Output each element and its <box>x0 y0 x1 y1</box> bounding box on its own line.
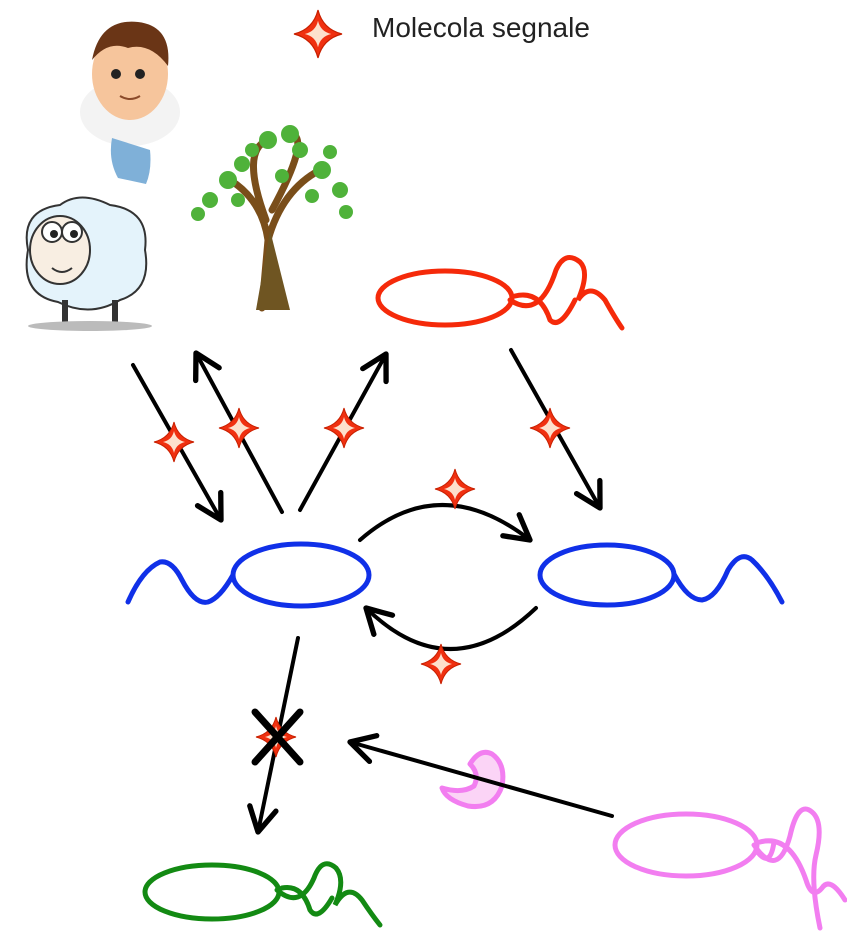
sheep-icon <box>25 196 152 331</box>
pink-receptor-inhibitor <box>439 749 506 810</box>
legend-label: Molecola segnale <box>372 12 590 43</box>
arrow-blue-right-to-left <box>363 605 538 651</box>
arrow-pink-to-blocked <box>347 733 614 818</box>
green-cell <box>142 861 383 928</box>
blue-cell-left <box>125 541 372 609</box>
signal-arrows <box>131 348 614 835</box>
blue-cell-right <box>537 542 785 608</box>
legend-signal-molecule-icon <box>293 9 343 59</box>
tree-icon <box>191 125 353 312</box>
signal-molecule-icon <box>323 407 365 449</box>
arrow-blue-left-to-right <box>358 503 533 543</box>
red-cell <box>375 255 625 331</box>
signal-molecule-icon <box>153 421 195 463</box>
person-icon <box>80 21 180 184</box>
pink-cell <box>612 806 847 931</box>
signal-molecule-icon <box>218 407 260 449</box>
blocked-signal-cross-icon <box>251 708 304 766</box>
